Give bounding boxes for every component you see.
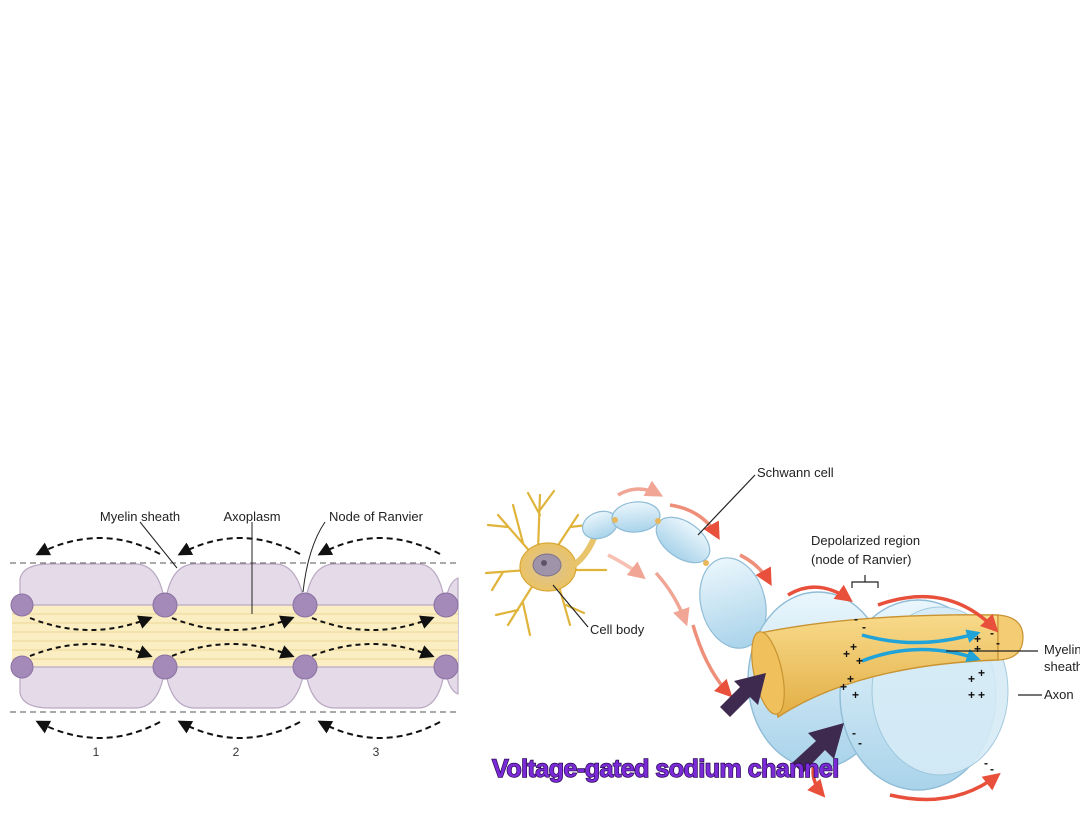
node-circle: [292, 654, 318, 680]
charge-plus: +: [856, 654, 863, 668]
node-circle: [292, 592, 318, 618]
label-cell-body: Cell body: [590, 622, 645, 637]
membrane-charges: + + + + + + + + + + + + - - - - - - - -: [840, 612, 1000, 776]
outer-current-arrows: [35, 537, 441, 739]
label-node-of-ranvier-note: (node of Ranvier): [811, 552, 911, 567]
outer-arrow-top-2: [177, 537, 301, 556]
charge-minus: -: [852, 726, 856, 740]
schwann-cells: [581, 501, 767, 649]
ion-flow-arrows: [861, 629, 981, 663]
pointer-arrows: [720, 673, 844, 773]
label-axoplasm: Axoplasm: [223, 509, 280, 524]
charge-plus: +: [840, 680, 847, 694]
axoplasm-band: [12, 605, 458, 667]
cell-body: [484, 489, 608, 637]
depolarized-bracket: [851, 575, 879, 588]
dendrites: [484, 489, 608, 637]
outer-arrow-top-1: [35, 537, 161, 556]
nodes-of-ranvier: [10, 592, 459, 680]
charge-plus: +: [968, 672, 975, 686]
local-current-arrows: [607, 480, 1001, 802]
charge-plus: +: [843, 647, 850, 661]
charge-minus: -: [996, 636, 1000, 650]
leader-schwann: [697, 474, 756, 536]
label-myelin: Myelin: [1044, 642, 1080, 657]
outer-arrow-bottom-3: [317, 720, 441, 739]
label-schwann-cell: Schwann cell: [757, 465, 834, 480]
neuron-svg: + + + + + + + + + + + + - - - - - - - -: [484, 465, 1080, 802]
node-circle: [152, 592, 178, 618]
saltatory-conduction-diagram: Myelin sheath Axoplasm Node of Ranvier 1…: [0, 492, 470, 810]
charge-minus: -: [990, 762, 994, 776]
charge-minus: -: [854, 612, 858, 626]
charge-plus: +: [850, 640, 857, 654]
pointer-arrow-2: [792, 723, 844, 773]
charge-plus: +: [847, 672, 854, 686]
caption-voltage-gated-sodium-channel: Voltage-gated sodium channel: [492, 755, 839, 783]
charge-minus: -: [862, 620, 866, 634]
axon-cut-end: [997, 614, 1024, 661]
label-axon: Axon: [1044, 687, 1074, 702]
leader-cell-body: [552, 584, 589, 628]
outer-arrow-top-3: [317, 537, 441, 556]
inner-current-arrows: [29, 615, 435, 659]
label-depolarized-region: Depolarized region: [811, 533, 920, 548]
charge-minus: -: [858, 736, 862, 750]
charge-plus: +: [974, 632, 981, 646]
segment-number-1: 1: [93, 745, 100, 759]
outer-arrow-bottom-1: [35, 720, 161, 739]
label-myelin-sheath: Myelin sheath: [100, 509, 180, 524]
node-circle: [433, 654, 459, 680]
schwann-nodes: [612, 517, 709, 566]
charge-minus: -: [984, 756, 988, 770]
leader-node: [302, 521, 326, 593]
segment-number-2: 2: [233, 745, 240, 759]
node-circle: [10, 593, 34, 617]
charge-plus: +: [978, 666, 985, 680]
charge-plus: +: [978, 688, 985, 702]
segment-number-3: 3: [373, 745, 380, 759]
axoplasm-lines: [12, 613, 458, 660]
saltatory-svg: Myelin sheath Axoplasm Node of Ranvier 1…: [10, 509, 460, 759]
charge-plus: +: [968, 688, 975, 702]
charge-minus: -: [990, 626, 994, 640]
charge-plus: +: [974, 642, 981, 656]
pointer-arrow-1: [720, 673, 766, 717]
node-circle: [433, 592, 459, 618]
schwann-cell: [699, 557, 767, 649]
node-circle: [152, 654, 178, 680]
schwann-cell: [611, 501, 661, 533]
leader-myelin: [139, 521, 178, 569]
charge-plus: +: [852, 688, 859, 702]
label-node-of-ranvier: Node of Ranvier: [329, 509, 424, 524]
myelinated-neuron-illustration: + + + + + + + + + + + + - - - - - - - -: [478, 455, 1080, 810]
label-sheath: sheath: [1044, 659, 1080, 674]
node-circle: [10, 655, 34, 679]
outer-arrow-bottom-2: [177, 720, 301, 739]
